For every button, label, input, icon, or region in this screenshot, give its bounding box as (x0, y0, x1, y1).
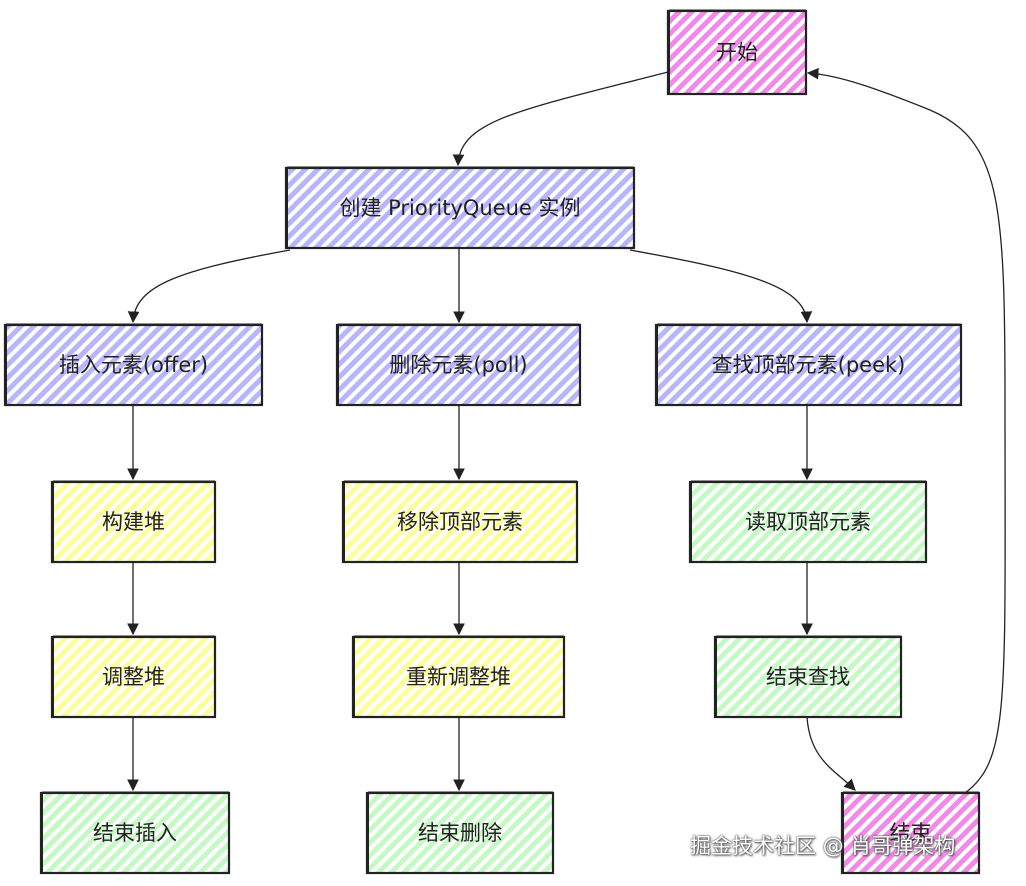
node-box-sketch (53, 635, 215, 718)
node-label: 构建堆 (102, 510, 165, 534)
node-label: 结束查找 (766, 665, 850, 689)
edge-create-to-peek (629, 249, 813, 324)
node-box-sketch (716, 635, 901, 718)
node-box-sketch (657, 323, 961, 406)
node-build-heap: 构建堆 (50, 480, 217, 564)
edge-end_find-to-end (806, 716, 856, 791)
node-adjust-heap: 调整堆 (50, 635, 217, 719)
node-create: 创建 PriorityQueue 实例 (284, 166, 636, 250)
node-box (713, 635, 903, 719)
node-start: 开始 (666, 9, 808, 96)
node-label: 删除元素(poll) (389, 353, 527, 377)
node-box (351, 635, 566, 719)
node-label: 移除顶部元素 (397, 510, 523, 534)
node-label: 读取顶部元素 (745, 510, 871, 534)
node-readjust-heap: 重新调整堆 (351, 635, 566, 719)
node-box-sketch (691, 480, 926, 563)
edge-start-to-create (452, 71, 669, 167)
node-peek: 查找顶部元素(peek) (654, 323, 963, 407)
node-box-sketch (344, 480, 577, 563)
node-box-sketch (53, 480, 215, 563)
watermark-text: 掘金技术社区 @ 肖哥弹架构 (690, 834, 956, 858)
node-box (688, 480, 928, 564)
node-box-sketch (843, 791, 979, 874)
node-label: 插入元素(offer) (59, 353, 208, 377)
node-offer: 插入元素(offer) (3, 323, 264, 407)
edges-layer (127, 67, 1006, 794)
node-box (365, 791, 555, 875)
node-label: 结束插入 (93, 821, 177, 845)
node-box (335, 323, 582, 407)
node-box-sketch (669, 9, 806, 95)
node-remove-top: 移除顶部元素 (341, 480, 579, 564)
node-box-sketch (287, 166, 634, 249)
node-box (39, 791, 231, 875)
node-box-sketch (368, 791, 553, 874)
node-box-sketch (6, 323, 262, 406)
edge-create-to-offer (127, 249, 291, 324)
node-end-delete: 结束删除 (365, 791, 555, 875)
node-end-find: 结束查找 (713, 635, 903, 719)
node-box-sketch (354, 635, 564, 718)
node-label: 结束 (890, 821, 932, 845)
node-end-insert: 结束插入 (39, 791, 231, 875)
node-label: 查找顶部元素(peek) (712, 353, 906, 377)
node-poll: 删除元素(poll) (335, 323, 582, 407)
node-box-sketch (338, 323, 580, 406)
node-box (50, 635, 217, 719)
node-label: 结束删除 (418, 821, 502, 845)
node-end: 结束 (840, 791, 981, 875)
edge-end-to-start (806, 67, 1006, 794)
node-label: 创建 PriorityQueue 实例 (339, 196, 580, 220)
node-box-sketch (42, 791, 229, 874)
node-label: 开始 (716, 41, 758, 65)
node-read-top: 读取顶部元素 (688, 480, 928, 564)
node-label: 重新调整堆 (406, 665, 511, 689)
node-label: 调整堆 (102, 665, 165, 689)
